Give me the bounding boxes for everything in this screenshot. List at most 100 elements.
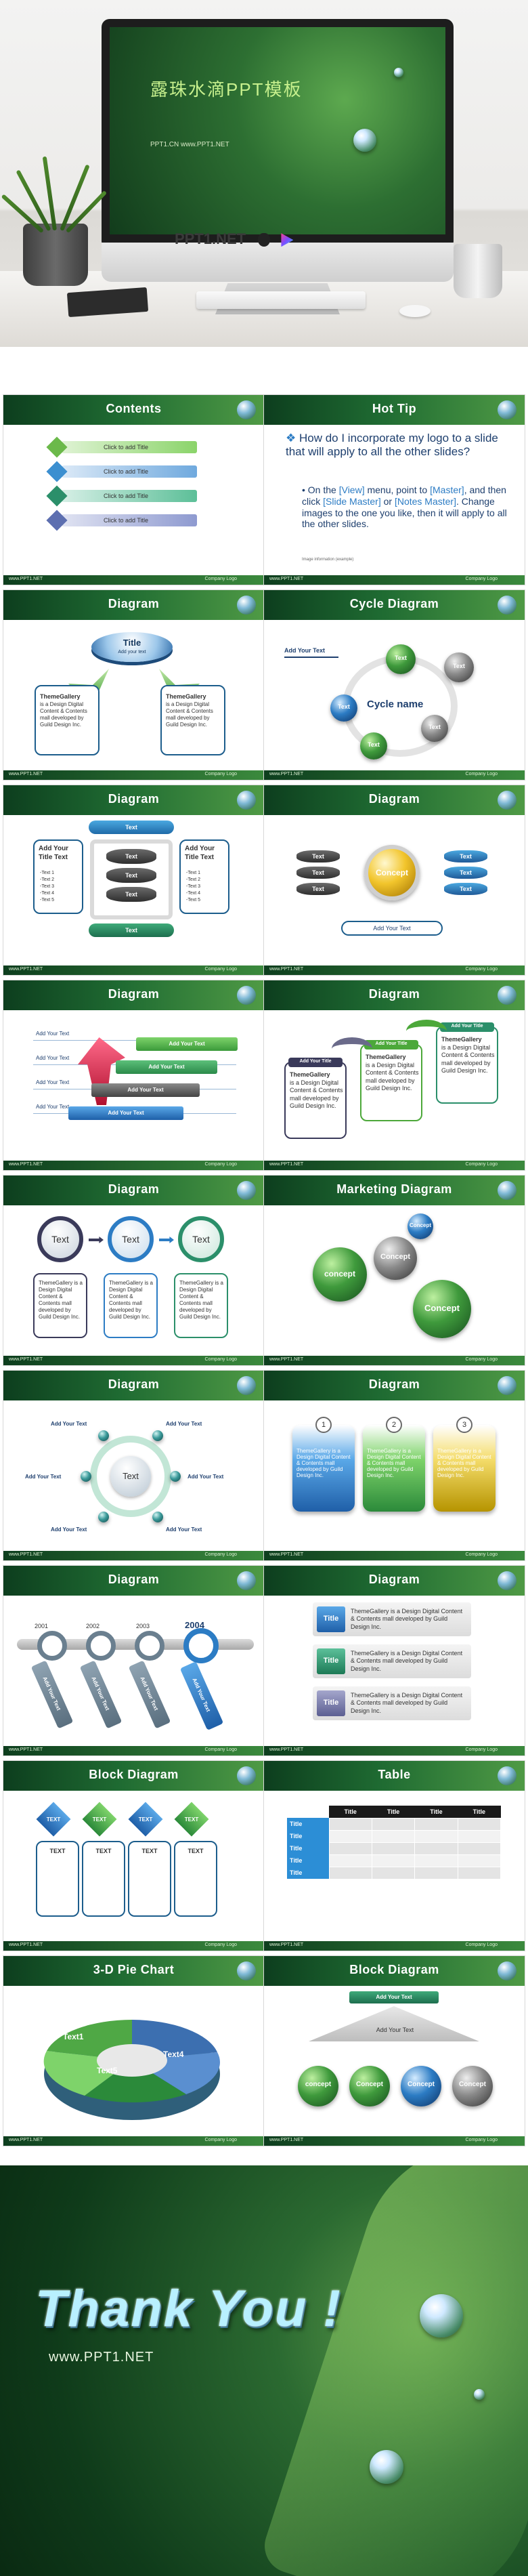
slide-body: Text Text Text Text Text Add Your Title …	[3, 815, 264, 967]
curved-arrow-icon	[406, 1020, 447, 1043]
card-body: ThemeGallery is a Design Digital Content…	[437, 1448, 491, 1478]
coffee-cup	[454, 244, 502, 298]
badge-number: 1	[321, 1421, 326, 1429]
water-drop-icon	[420, 2294, 463, 2338]
list-item: -Text 4	[186, 891, 201, 896]
diamond-label: TEXT	[46, 1816, 61, 1823]
footer-logo: Company Logo	[204, 772, 237, 776]
table-cell	[457, 1829, 502, 1843]
ball-label: Concept	[410, 1222, 431, 1228]
table-cell	[328, 1829, 372, 1843]
diamond-label: TEXT	[138, 1816, 153, 1823]
slide-title: Diagram	[108, 1377, 160, 1391]
timeline-ring	[37, 1631, 67, 1661]
concept-ball: Concept	[401, 2066, 441, 2106]
block-card: TEXT	[128, 1841, 171, 1917]
box-body: is a Design Digital Content & Contents m…	[441, 1044, 495, 1074]
text-circle: Text	[178, 1216, 224, 1262]
concept-label: Concept	[376, 868, 408, 877]
tag-label: Add Your Text	[191, 1677, 212, 1713]
table-row-label: Title	[287, 1867, 329, 1879]
timeline-ring	[135, 1631, 164, 1661]
slide-footer: www.PPT1.NET Company Logo	[264, 2136, 525, 2146]
list-box-right: Add Your Title Text -Text 1 -Text 2 -Tex…	[179, 839, 229, 914]
slide-header: Diagram	[3, 590, 264, 620]
slide-header: Cycle Diagram	[264, 590, 525, 620]
hub-text: Add Your Text	[166, 1421, 202, 1427]
footer-logo: Company Logo	[204, 1943, 237, 1947]
contents-item: 3 Click to add Title	[46, 485, 197, 507]
slide-header: Diagram	[3, 1371, 264, 1400]
list-item: -Text 4	[40, 891, 55, 896]
tab-label: Add Your Title	[451, 1024, 483, 1029]
step-tab: Add Your Title	[364, 1040, 418, 1050]
water-drop-icon	[498, 791, 516, 810]
pie-slice	[85, 2060, 186, 2103]
paint-icon	[281, 233, 294, 247]
footer-url: www.PPT1.NET	[269, 2138, 304, 2142]
mouse	[399, 305, 431, 317]
slide-header: Diagram	[264, 785, 525, 815]
row-text: ThemeGallery is a Design Digital Content…	[351, 1608, 463, 1630]
footer-url: www.PPT1.NET	[9, 967, 43, 972]
footer-url: www.PPT1.NET	[269, 1747, 304, 1752]
hub-center: Text	[110, 1456, 151, 1497]
footer-logo: Company Logo	[204, 1747, 237, 1752]
footer-logo: Company Logo	[465, 2138, 498, 2142]
brand-text: PPT1.NET	[175, 230, 246, 247]
number-badge: 1	[315, 1417, 332, 1433]
tip-highlight: [Slide Master]	[323, 495, 381, 507]
slide-body: Title Title Title Title Title Title Titl…	[264, 1791, 525, 1943]
ball-label: Concept	[380, 1253, 410, 1261]
footer-url: www.PPT1.NET	[9, 1747, 43, 1752]
slide-header: Marketing Diagram	[264, 1176, 525, 1205]
hub-node	[81, 1471, 91, 1482]
table-row-label: Title	[287, 1842, 329, 1854]
cycle-center: Cycle name	[367, 699, 424, 710]
concept-ball: concept	[298, 2066, 338, 2106]
table-row-label: Title	[287, 1854, 329, 1867]
arrow-icon	[89, 1237, 104, 1243]
slide-header: Diagram	[3, 980, 264, 1010]
slide-body: concept Concept Concept Concept	[264, 1205, 525, 1357]
slide-header: Table	[264, 1761, 525, 1791]
timeline-tag: Add Your Text	[128, 1660, 171, 1729]
footer-url: www.PPT1.NET	[9, 1357, 43, 1362]
table-cell	[371, 1854, 416, 1867]
slide-contents: Contents 1 Click to add Title 2 Click to…	[3, 394, 265, 585]
top-bar: Text	[89, 820, 174, 834]
footer-logo: Company Logo	[204, 577, 237, 581]
table-cell	[328, 1866, 372, 1879]
slide-title: Cycle Diagram	[349, 597, 439, 610]
contents-number: 1	[46, 436, 68, 458]
water-drop-icon	[474, 2389, 485, 2400]
contents-item: 2 Click to add Title	[46, 461, 197, 482]
pie-chart	[43, 2020, 220, 2120]
slide-title: Hot Tip	[372, 402, 417, 415]
list-item: -Text 2	[40, 877, 55, 882]
title-row: Title ThemeGallery is a Design Digital C…	[313, 1686, 471, 1720]
slide-body: TEXT TEXT TEXT TEXT TEXT TEXT TEXT TEXT	[3, 1791, 264, 1943]
box-heading: ThemeGallery	[166, 693, 206, 700]
step-label: Add Your Text	[148, 1064, 185, 1070]
stack-disc: Text	[106, 868, 156, 883]
footer-logo: Company Logo	[204, 1162, 237, 1167]
concept-ball: concept	[313, 1247, 367, 1302]
list-item: -Text 1	[186, 871, 201, 875]
hub-text: Add Your Text	[188, 1474, 224, 1480]
row-label: Add Your Text	[36, 1079, 70, 1085]
water-drop-icon	[498, 1376, 516, 1395]
footer-logo: Company Logo	[204, 2138, 237, 2142]
tip-question-text: How do I incorporate my logo to a slide …	[286, 432, 498, 458]
leaf-background	[257, 2165, 528, 2576]
tip-text: menu, point to	[364, 484, 431, 495]
table-row: Title	[287, 1854, 502, 1867]
right-disc: Text	[444, 867, 487, 879]
step-tab: Add Your Title	[288, 1058, 343, 1067]
